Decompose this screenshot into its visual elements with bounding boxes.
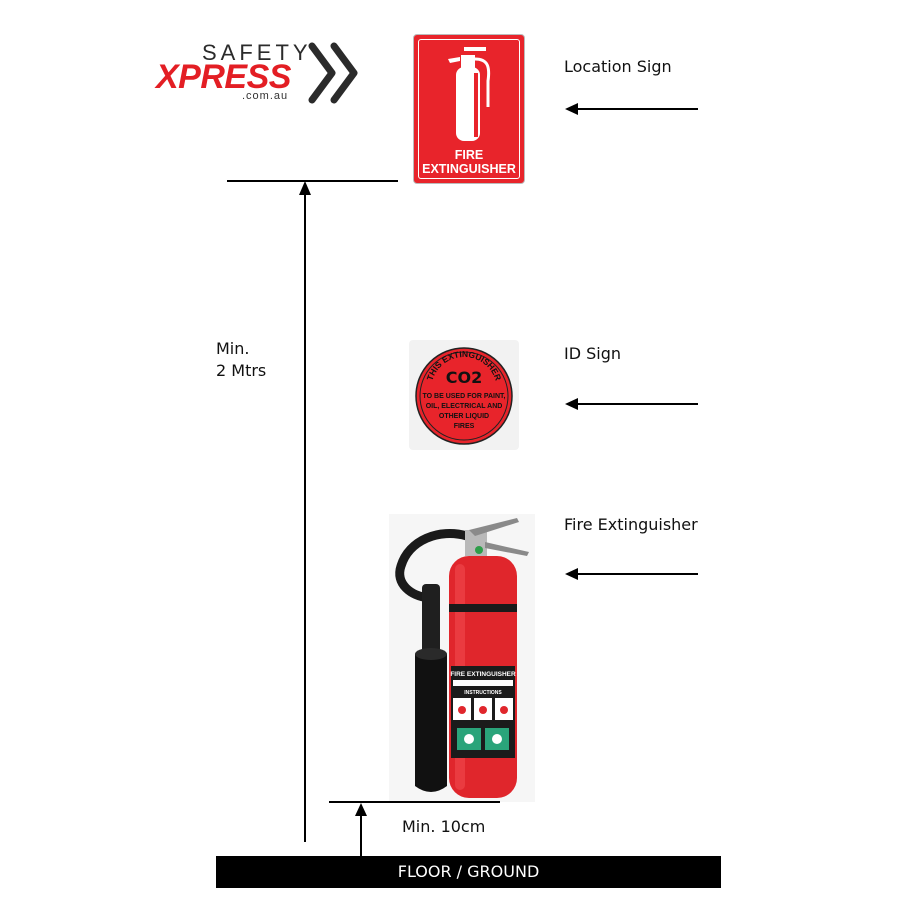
extinguisher-label-title: FIRE EXTINGUISHER — [450, 671, 516, 678]
id-sign-line3: OTHER LIQUID — [439, 413, 489, 420]
location-sign-label: Location Sign — [564, 57, 672, 76]
min-height-arrowhead — [299, 181, 311, 195]
id-sign-label: ID Sign — [564, 344, 622, 363]
min-height-label-line1: Min. — [216, 339, 250, 358]
location-sign-line1: FIRE — [454, 148, 484, 162]
location-sign-line2: EXTINGUISHER — [422, 162, 516, 176]
min-clearance-arrowhead — [355, 803, 367, 816]
safety-xpress-logo: SAFETY XPRESS .com.au — [150, 38, 370, 106]
location-sign-arrowhead — [565, 103, 578, 115]
min-height-label-line2: 2 Mtrs — [216, 361, 267, 380]
co2-extinguisher-image: FIRE EXTINGUISHER INSTRUCTIONS — [389, 514, 535, 802]
logo-word-xpress: XPRESS — [156, 58, 291, 96]
logo-word-safety: SAFETY — [202, 40, 312, 65]
fire-extinguisher-label: Fire Extinguisher — [564, 515, 698, 534]
extinguisher-label-sub: INSTRUCTIONS — [464, 690, 502, 696]
fire-extinguisher-icon — [448, 47, 491, 141]
id-sign: THIS EXTINGUISHER CO2 TO BE USED FOR PAI… — [409, 340, 519, 450]
location-sign: FIRE EXTINGUISHER — [413, 34, 525, 184]
id-sign-line4: FIRES — [454, 423, 475, 430]
double-chevron-icon — [308, 42, 358, 104]
id-sign-line2: OIL, ELECTRICAL AND — [426, 403, 503, 410]
id-sign-line1: TO BE USED FOR PAINT, — [423, 393, 506, 400]
logo-domain: .com.au — [242, 90, 289, 102]
id-sign-agent: CO2 — [446, 368, 482, 387]
min-clearance-label: Min. 10cm — [402, 817, 486, 836]
id-sign-arrowhead — [565, 398, 578, 410]
extinguisher-arrowhead — [565, 568, 578, 580]
floor-ground-bar: FLOOR / GROUND — [216, 856, 721, 888]
